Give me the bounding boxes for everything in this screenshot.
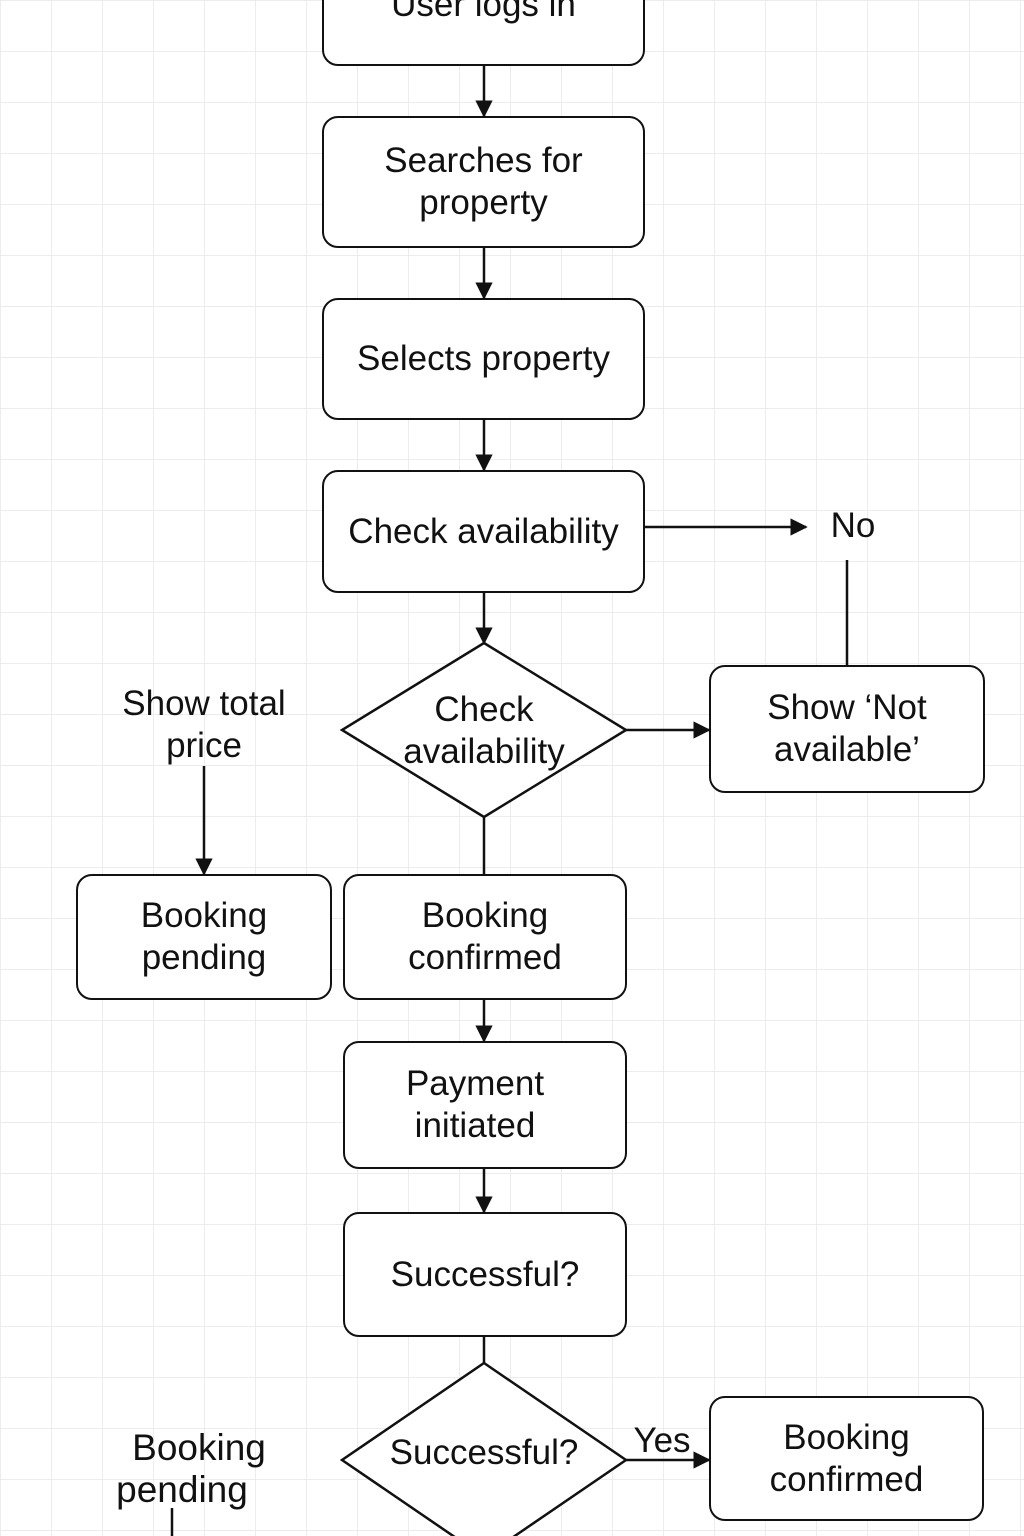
- node-payment-initiated: Payment initiated: [343, 1041, 627, 1169]
- node-check-availability: Check availability: [322, 470, 645, 593]
- node-check-availability-text: Check availability: [348, 511, 619, 551]
- node-booking-confirmed: Booking confirmed: [343, 874, 627, 1000]
- node-payment-line-2: initiated: [414, 1106, 536, 1145]
- label-pending-bottom-line-2: pending: [116, 1469, 248, 1510]
- edge-label-no-text: No: [830, 506, 876, 545]
- edge-label-no: No: [812, 505, 894, 547]
- node-final-confirmed-line-1: Booking: [783, 1417, 910, 1457]
- node-user-logs-in-text: User logs in: [391, 0, 576, 24]
- edge-label-yes-text: Yes: [633, 1421, 691, 1460]
- node-user-logs-in: User logs in: [322, 0, 645, 66]
- node-final-confirmed-line-2: confirmed: [769, 1459, 924, 1499]
- node-searches-line-1: Searches for: [384, 141, 583, 180]
- node-booking-pending: Booking pending: [76, 874, 332, 1000]
- decision-successful-text: Successful?: [374, 1432, 594, 1474]
- label-show-total-price: Show total price: [84, 682, 324, 768]
- node-confirmed-line-1: Booking: [421, 896, 549, 935]
- label-booking-pending-bottom: Booking pending: [82, 1424, 302, 1514]
- decision-check-line-2: availability: [403, 732, 565, 771]
- decision-check-availability-text: Check availability: [374, 688, 594, 774]
- label-total-price-line-1: Show total: [122, 684, 286, 723]
- node-searches-line-2: property: [419, 183, 548, 222]
- node-not-available-line-2: available’: [774, 730, 920, 769]
- node-successful-text: Successful?: [390, 1254, 580, 1294]
- node-not-available-line-1: Show ‘Not: [767, 688, 927, 727]
- label-total-price-line-2: price: [166, 726, 242, 765]
- edge-label-yes: Yes: [628, 1420, 696, 1462]
- label-pending-bottom-line-1: Booking: [132, 1427, 266, 1468]
- node-confirmed-line-2: confirmed: [408, 938, 562, 977]
- node-successful: Successful?: [343, 1212, 627, 1337]
- node-payment-line-1: Payment: [405, 1064, 545, 1103]
- node-pending-line-1: Booking: [140, 896, 268, 935]
- decision-diamond-successful: [339, 1361, 629, 1536]
- node-selects-property: Selects property: [322, 298, 645, 420]
- decision-check-line-1: Check: [434, 690, 534, 729]
- node-pending-line-2: pending: [141, 938, 267, 977]
- node-searches-for-property: Searches for property: [322, 116, 645, 248]
- node-show-not-available: Show ‘Not available’: [709, 665, 985, 793]
- node-selects-text: Selects property: [357, 339, 610, 378]
- decision-successful-label: Successful?: [389, 1433, 579, 1472]
- node-booking-confirmed-final: Booking confirmed: [709, 1396, 984, 1521]
